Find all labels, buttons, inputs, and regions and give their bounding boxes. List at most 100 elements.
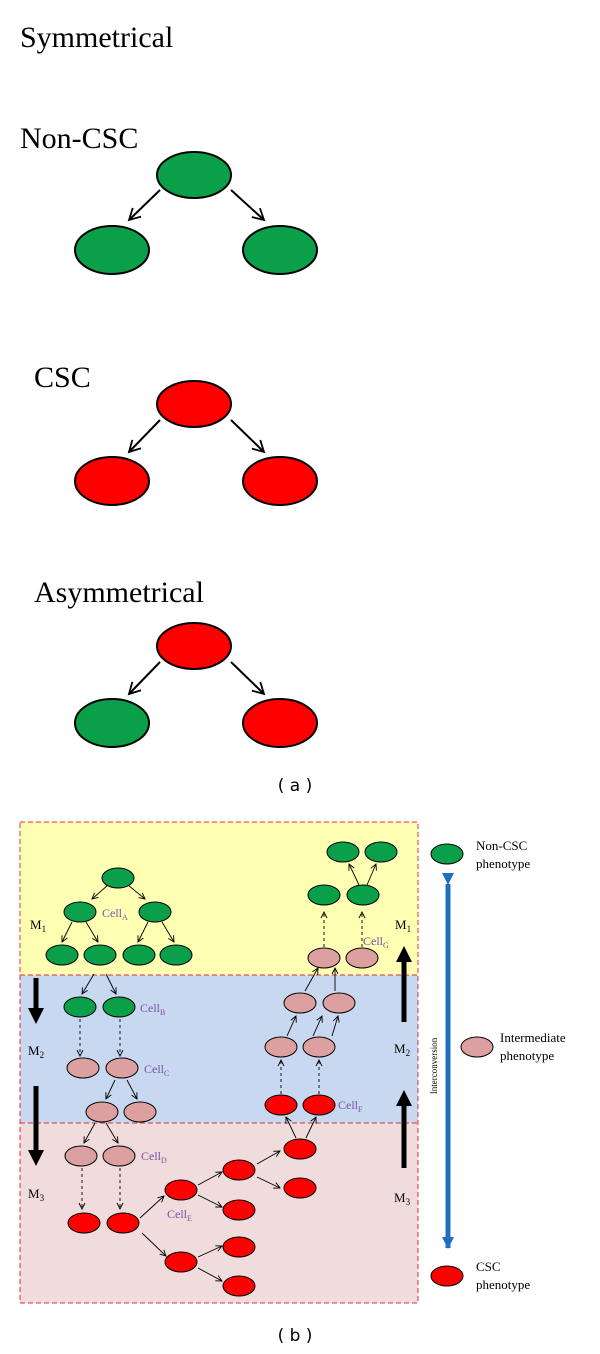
big-arrow-head <box>28 1008 44 1024</box>
cell-c-label: CellC <box>144 1062 169 1078</box>
non-csc-cell <box>159 944 193 966</box>
legend-intermediate-swatch <box>460 1036 494 1058</box>
intermediate-cell <box>85 1101 119 1123</box>
big-arrow-head <box>28 1150 44 1166</box>
non-csc-daughter-cell <box>74 698 150 748</box>
non-csc-symmetric-division <box>74 151 318 275</box>
csc-cell <box>222 1275 256 1297</box>
division-arrow-left <box>127 419 161 454</box>
interconversion-label: Interconversion <box>429 1037 439 1094</box>
left-downward-arrows <box>28 978 44 1166</box>
csc-cell <box>283 1177 317 1199</box>
csc-cell <box>164 1251 198 1273</box>
intermediate-cell <box>307 947 341 969</box>
right-upward-arrows <box>396 946 412 1168</box>
division-arrow-right <box>230 189 266 222</box>
csc-daughter-cell-right <box>242 456 318 506</box>
csc-daughter-cell-left <box>74 456 150 506</box>
division-arrow-right <box>230 661 266 696</box>
legend-intermediate-line1: Intermediate <box>500 1030 566 1045</box>
non-csc-cell <box>63 996 97 1018</box>
intermediate-cell <box>264 1036 298 1058</box>
cell-g-label: CellG <box>363 934 389 950</box>
intermediate-cell <box>123 1101 157 1123</box>
csc-cells <box>67 1094 336 1297</box>
csc-parent-cell <box>156 622 232 670</box>
panel-b: M1 M2 M3 M1 M2 M3 <box>19 821 566 1346</box>
division-arrow-left <box>127 661 161 696</box>
non-csc-cell <box>101 867 135 889</box>
non-csc-cell <box>326 841 360 863</box>
big-arrow-head <box>396 946 412 962</box>
non-csc-cell <box>346 884 380 906</box>
m1-right-label: M1 <box>395 917 411 934</box>
csc-cell <box>222 1199 256 1221</box>
cell-f-label: CellF <box>338 1098 363 1114</box>
cell-e-label: CellE <box>167 1207 192 1223</box>
non-csc-cell <box>138 901 172 923</box>
non-csc-cell-b <box>102 996 136 1018</box>
m3-left-label: M3 <box>28 1186 45 1203</box>
csc-cell-e <box>164 1179 198 1201</box>
panel-a: Symmetrical Non-CSC CSC Asymmetrical <box>20 21 318 796</box>
legend-intermediate-line2: phenotype <box>500 1048 554 1063</box>
csc-cell <box>222 1236 256 1258</box>
non-csc-daughter-cell-left <box>74 225 150 275</box>
division-arrow-right <box>230 419 266 454</box>
csc-parent-cell <box>156 380 232 428</box>
non-csc-cells <box>45 841 398 1018</box>
csc-cell <box>106 1212 140 1234</box>
heading-csc: CSC <box>34 361 91 394</box>
heading-non-csc: Non-CSC <box>20 122 138 155</box>
legend-csc-line1: CSC <box>476 1259 501 1274</box>
intermediate-cell-c <box>105 1057 139 1079</box>
non-csc-cell <box>122 944 156 966</box>
intermediate-cell-g <box>345 947 379 969</box>
m2-right-label: M2 <box>394 1041 410 1058</box>
intermediate-cell-d <box>102 1145 136 1167</box>
csc-daughter-cell <box>242 698 318 748</box>
cell-a-label: CellA <box>102 906 128 922</box>
phenotype-legend: Non-CSC phenotype Intermediate phenotype… <box>430 838 566 1292</box>
left-lineage-connectors <box>61 884 281 1282</box>
csc-cell <box>222 1159 256 1181</box>
legend-non-csc-line1: Non-CSC <box>476 838 527 853</box>
csc-cell-f <box>302 1094 336 1116</box>
cell-b-label: CellB <box>140 1001 165 1017</box>
m3-right-label: M3 <box>394 1190 411 1207</box>
heading-asymmetrical: Asymmetrical <box>34 576 204 609</box>
intermediate-cell <box>66 1057 100 1079</box>
heading-symmetrical: Symmetrical <box>20 21 173 54</box>
asymmetric-division <box>74 622 318 748</box>
non-csc-cell <box>83 944 117 966</box>
big-arrow-head <box>396 1090 412 1106</box>
intermediate-cell <box>302 1036 336 1058</box>
legend-csc-line2: phenotype <box>476 1277 530 1292</box>
legend-non-csc-swatch <box>430 843 464 865</box>
m1-left-label: M1 <box>30 917 46 934</box>
non-csc-cell <box>45 944 79 966</box>
division-arrow-left <box>127 189 161 222</box>
csc-cell <box>283 1138 317 1160</box>
interconversion-arrow: Interconversion <box>429 873 454 1249</box>
intermediate-cells <box>64 947 379 1167</box>
intermediate-cell <box>322 992 356 1014</box>
non-csc-cell <box>364 841 398 863</box>
csc-cell <box>264 1094 298 1116</box>
caption-b: ( b ) <box>278 1326 313 1346</box>
m2-left-label: M2 <box>28 1043 44 1060</box>
non-csc-cell <box>307 884 341 906</box>
right-lineage-connectors <box>277 863 377 1139</box>
intermediate-cell <box>64 1145 98 1167</box>
caption-a: ( a ) <box>278 776 313 796</box>
cell-d-label: CellD <box>141 1149 167 1165</box>
non-csc-cell-a <box>63 901 97 923</box>
non-csc-daughter-cell-right <box>242 225 318 275</box>
csc-symmetric-division <box>74 380 318 506</box>
intermediate-cell <box>283 992 317 1014</box>
legend-csc-swatch <box>430 1265 464 1287</box>
legend-non-csc-line2: phenotype <box>476 856 530 871</box>
non-csc-parent-cell <box>156 151 232 199</box>
csc-cell <box>67 1212 101 1234</box>
